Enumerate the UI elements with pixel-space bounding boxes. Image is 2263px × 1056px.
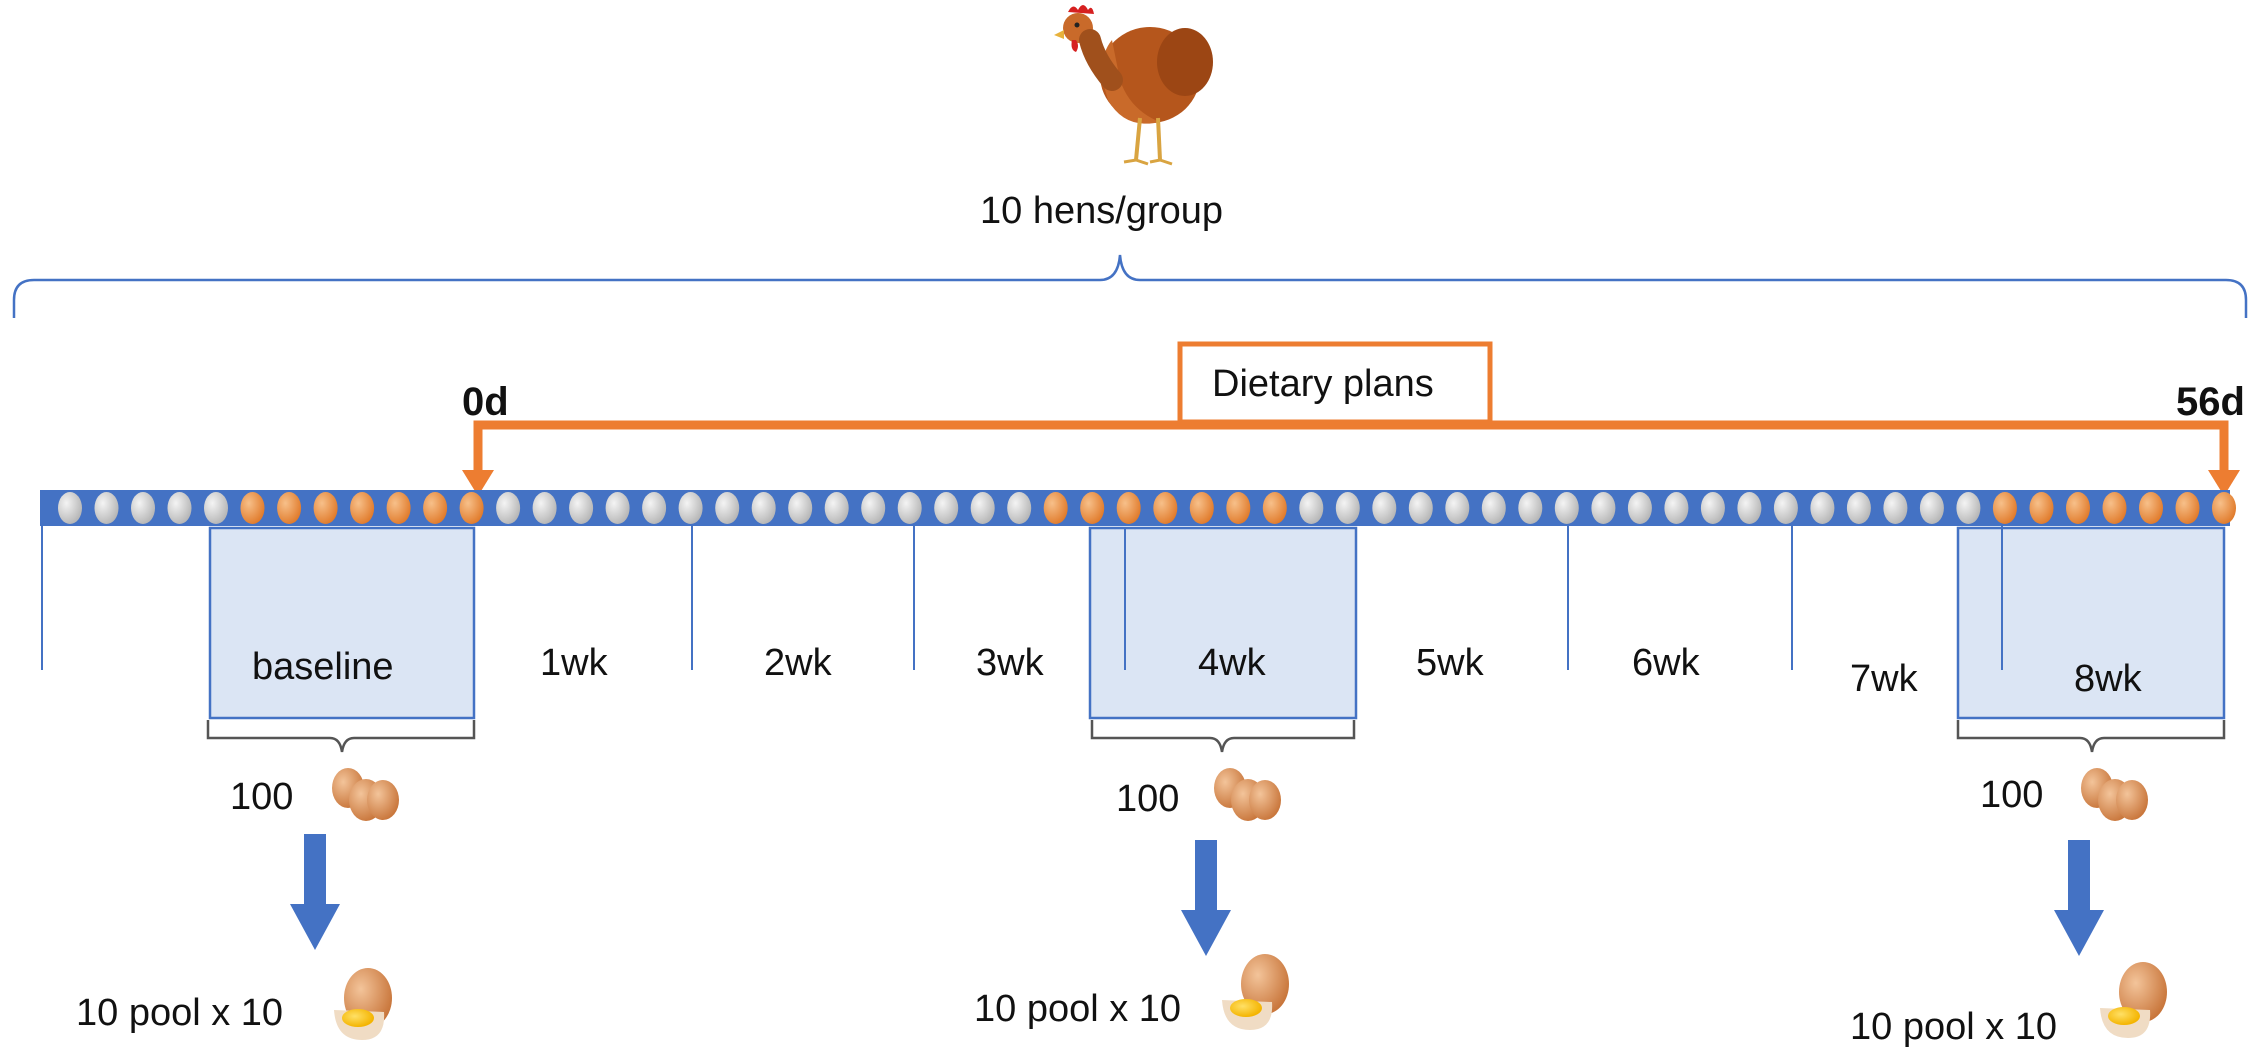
group-brace <box>12 254 2248 318</box>
egg-icon-collected <box>1226 492 1251 524</box>
egg-icon <box>58 492 82 524</box>
egg-icon <box>1007 492 1032 524</box>
week-label-7wk: 7wk <box>1850 658 1918 700</box>
egg-icon <box>1554 492 1579 524</box>
week-label-8wk: 8wk <box>2074 658 2142 700</box>
egg-icon-collected <box>2066 492 2090 524</box>
egg-icon-collected <box>459 492 484 524</box>
week-label-1wk: 1wk <box>540 642 608 684</box>
end-day-label: 56d <box>2176 380 2245 424</box>
egg-icon <box>751 492 776 524</box>
week-label-2wk: 2wk <box>764 642 832 684</box>
egg-icon <box>131 492 155 524</box>
down-arrow <box>1181 840 1231 956</box>
egg-icon <box>1372 492 1397 524</box>
pool-label: 10 pool x 10 <box>974 988 1182 1030</box>
egg-icon <box>934 492 959 524</box>
egg-icon-collected <box>277 492 302 524</box>
egg-icon <box>642 492 667 524</box>
egg-icon <box>1883 492 1908 524</box>
dietary-plans-label: Dietary plans <box>1212 363 1434 405</box>
egg-icon <box>1591 492 1616 524</box>
egg-icon <box>1627 492 1652 524</box>
egg-icon <box>861 492 886 524</box>
egg-cluster-icon <box>2081 768 2148 821</box>
egg-icon <box>167 492 192 524</box>
egg-icon-collected <box>423 492 448 524</box>
down-arrow <box>290 834 340 950</box>
week-label-5wk: 5wk <box>1416 642 1484 684</box>
egg-icon-collected <box>350 492 375 524</box>
start-day-label: 0d <box>462 380 509 424</box>
egg-icon <box>569 492 594 524</box>
egg-icon <box>1956 492 1981 524</box>
egg-icon-collected <box>1080 492 1105 524</box>
egg-icon <box>1518 492 1543 524</box>
group-size-label: 10 hens/group <box>980 190 1223 232</box>
egg-icon <box>1335 492 1360 524</box>
hen-icon <box>1054 5 1213 166</box>
week-label-3wk: 3wk <box>976 642 1044 684</box>
egg-icon-collected <box>2212 492 2236 524</box>
egg-count-label: 100 <box>1980 774 2044 816</box>
egg-icon <box>1408 492 1433 524</box>
egg-cluster-icon <box>1214 768 1281 821</box>
egg-icon-collected <box>1116 492 1141 524</box>
cracked-egg-icon <box>2100 962 2167 1038</box>
egg-icon <box>532 492 557 524</box>
egg-icon <box>1445 492 1470 524</box>
egg-icon <box>204 492 228 524</box>
egg-icon <box>1846 492 1871 524</box>
egg-icon <box>897 492 922 524</box>
egg-count-label: 100 <box>230 776 294 818</box>
egg-icon-collected <box>2102 492 2127 524</box>
egg-icon <box>1700 492 1725 524</box>
pool-label: 10 pool x 10 <box>76 992 284 1034</box>
egg-icon-collected <box>1153 492 1178 524</box>
egg-icon <box>1481 492 1506 524</box>
egg-icon-collected <box>240 492 265 524</box>
egg-icon <box>1810 492 1835 524</box>
cracked-egg-icon <box>1222 954 1289 1030</box>
egg-count-label: 100 <box>1116 778 1180 820</box>
end-arrow <box>2208 470 2240 496</box>
egg-icon <box>824 492 849 524</box>
collection-braces <box>206 720 2226 753</box>
dietary-plans-box <box>1177 341 1493 425</box>
egg-icon <box>1773 492 1798 524</box>
egg-icon <box>94 492 119 524</box>
egg-icon <box>1664 492 1689 524</box>
pool-label: 10 pool x 10 <box>1850 1006 2058 1048</box>
egg-icon <box>1299 492 1324 524</box>
egg-icon-collected <box>313 492 338 524</box>
egg-icon-collected <box>1189 492 1214 524</box>
start-arrow <box>462 470 494 496</box>
cracked-egg-icon <box>334 968 392 1040</box>
egg-icon <box>496 492 521 524</box>
egg-icon <box>715 492 740 524</box>
egg-icon-collected <box>386 492 411 524</box>
dietary-plans-bracket <box>473 420 2229 475</box>
collection-windows <box>208 526 2226 720</box>
egg-cluster-icon <box>332 768 399 821</box>
egg-icon-collected <box>2029 492 2054 524</box>
egg-icon-collected <box>2175 492 2200 524</box>
egg-row <box>58 492 2236 524</box>
egg-icon-collected <box>1043 492 1068 524</box>
egg-icon <box>788 492 813 524</box>
egg-icon-collected <box>1262 492 1287 524</box>
egg-icon <box>678 492 703 524</box>
week-label-baseline: baseline <box>252 646 394 688</box>
egg-icon-collected <box>1992 492 2017 524</box>
week-label-6wk: 6wk <box>1632 642 1700 684</box>
egg-icon <box>970 492 995 524</box>
egg-icon <box>1919 492 1944 524</box>
egg-icon <box>1737 492 1762 524</box>
down-arrow <box>2054 840 2104 956</box>
egg-icon-collected <box>2139 492 2163 524</box>
week-label-4wk: 4wk <box>1198 642 1266 684</box>
egg-icon <box>605 492 630 524</box>
